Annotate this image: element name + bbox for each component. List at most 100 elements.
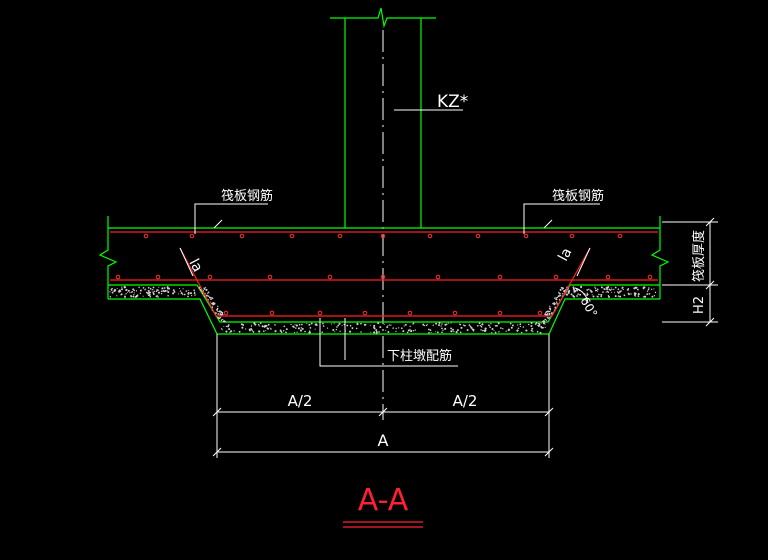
blinding-dot xyxy=(562,293,563,294)
blinding-dot xyxy=(648,289,650,291)
blinding-dot xyxy=(557,297,558,298)
angle-label: 60° xyxy=(577,295,600,320)
blinding-dot xyxy=(508,329,510,331)
blinding-dot xyxy=(216,309,218,311)
blinding-dot xyxy=(298,327,300,329)
rebar-dot xyxy=(240,234,244,238)
blinding-dot xyxy=(546,320,547,321)
rebar-dot xyxy=(476,234,480,238)
blinding-dot xyxy=(620,290,621,291)
blinding-dot xyxy=(226,326,227,327)
blinding-dot xyxy=(331,323,332,324)
blinding-dot xyxy=(376,332,378,334)
blinding-dot xyxy=(390,325,391,326)
blinding-dot xyxy=(542,327,544,329)
blinding-dot xyxy=(121,293,123,295)
blinding-dot xyxy=(221,319,223,321)
blinding-dot xyxy=(438,324,440,326)
blinding-dot xyxy=(187,293,189,295)
blinding-dot xyxy=(285,332,287,334)
blinding-dot xyxy=(210,298,212,300)
blinding-dot xyxy=(346,325,348,327)
rebar-dot xyxy=(570,234,574,238)
blinding-dot xyxy=(392,327,393,328)
blinding-dot xyxy=(208,295,209,296)
raft-rebar-left-callout xyxy=(195,204,268,234)
blinding-dot xyxy=(199,288,200,289)
rebar-dot xyxy=(524,234,528,238)
blinding-dot xyxy=(537,331,539,333)
blinding-dot xyxy=(376,330,378,332)
blinding-dot xyxy=(321,331,323,333)
blinding-dot xyxy=(594,287,595,288)
blinding-dot xyxy=(251,326,252,327)
blinding-dot xyxy=(234,330,235,331)
blinding-dot xyxy=(174,291,176,293)
blinding-dot xyxy=(580,286,582,288)
blinding-dot xyxy=(637,289,639,291)
blinding-dot xyxy=(228,324,230,326)
blinding-dot xyxy=(579,294,581,296)
blinding-dot xyxy=(502,328,503,329)
blinding-dot xyxy=(491,332,492,333)
blinding-dot xyxy=(129,292,130,293)
blinding-dot xyxy=(208,291,210,293)
blinding-dot xyxy=(128,290,130,292)
blinding-dot xyxy=(266,325,267,326)
blinding-dot xyxy=(223,326,224,327)
blinding-dot xyxy=(519,323,521,325)
blinding-dot xyxy=(511,327,513,329)
blinding-dot xyxy=(523,326,525,328)
blinding-dot xyxy=(158,292,160,294)
blinding-dot xyxy=(219,310,221,312)
blinding-dot xyxy=(133,294,134,295)
blinding-dot xyxy=(356,328,358,330)
blinding-dot xyxy=(413,330,414,331)
blinding-dot xyxy=(134,292,135,293)
blinding-dot xyxy=(531,322,533,324)
blinding-dot xyxy=(389,324,390,325)
blinding-dot xyxy=(506,331,507,332)
blinding-dot xyxy=(606,291,607,292)
blinding-dot xyxy=(295,324,296,325)
blinding-dot xyxy=(263,330,265,332)
blinding-dot xyxy=(379,326,381,328)
blinding-dot xyxy=(590,290,592,292)
blinding-dot xyxy=(179,288,180,289)
blinding-dot xyxy=(124,296,126,298)
blinding-dot xyxy=(456,331,458,333)
blinding-dot xyxy=(223,320,225,322)
blinding-dot xyxy=(561,287,563,289)
blinding-dot xyxy=(143,287,145,289)
rebar-dot xyxy=(208,275,212,279)
blinding-dot xyxy=(402,330,404,332)
blinding-dot xyxy=(156,296,158,298)
blinding-dot xyxy=(520,326,521,327)
rebar-dot xyxy=(270,311,274,315)
blinding-dot xyxy=(444,328,446,330)
blinding-dot xyxy=(482,330,483,331)
blinding-dot xyxy=(450,330,452,332)
blinding-dot xyxy=(558,292,559,293)
blinding-dot xyxy=(621,287,622,288)
rebar-dot xyxy=(498,311,502,315)
blinding-dot xyxy=(618,292,620,294)
blinding-dot xyxy=(531,330,533,332)
blinding-dot xyxy=(327,327,328,328)
blinding-dot xyxy=(147,293,148,294)
blinding-dot xyxy=(304,331,306,333)
column-label: KZ* xyxy=(437,92,468,112)
blinding-dot xyxy=(550,309,551,310)
blinding-dot xyxy=(207,293,208,294)
blinding-dot xyxy=(194,292,196,294)
blinding-dot xyxy=(173,289,175,291)
rebar-dot xyxy=(618,234,622,238)
blinding-dot xyxy=(491,328,493,330)
rebar-dot xyxy=(408,311,412,315)
blinding-dot xyxy=(409,326,410,327)
blinding-dot xyxy=(448,323,449,324)
blinding-dot xyxy=(556,297,557,298)
blinding-dot xyxy=(441,323,442,324)
blinding-dot xyxy=(435,323,437,325)
blinding-dot xyxy=(334,331,335,332)
